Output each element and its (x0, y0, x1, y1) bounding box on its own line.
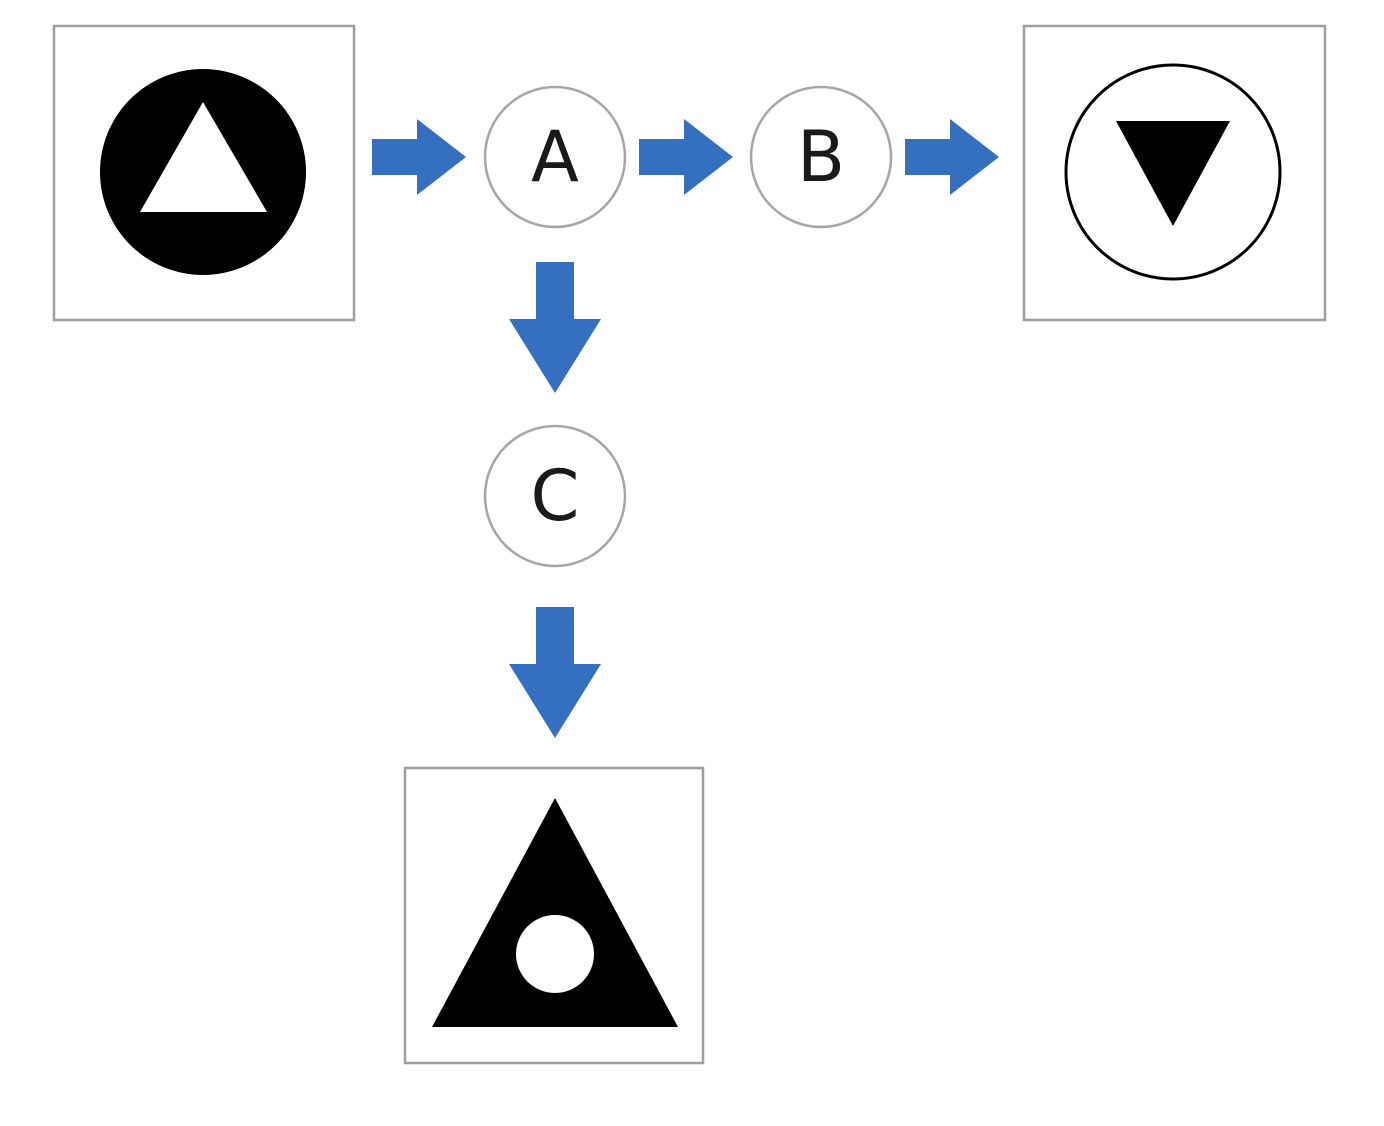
node-b-label: B (797, 116, 845, 198)
node-b: B (749, 85, 893, 229)
node-c: C (483, 424, 627, 568)
white-circle-with-black-down-triangle-icon (1064, 63, 1282, 281)
node-a-label: A (531, 116, 579, 198)
arrow-a-to-c (509, 262, 601, 393)
output-box-b (1022, 24, 1327, 322)
node-a: A (483, 85, 627, 229)
output-box-c (403, 766, 705, 1065)
input-box (52, 24, 356, 322)
arrow-input-to-a (372, 119, 466, 195)
arrow-b-to-output (905, 119, 999, 195)
black-circle-with-white-up-triangle-icon (100, 69, 306, 275)
node-c-label: C (531, 455, 580, 537)
arrow-a-to-b (639, 119, 733, 195)
arrow-c-to-output (509, 607, 601, 738)
black-triangle-with-white-circle-icon (432, 798, 678, 1027)
